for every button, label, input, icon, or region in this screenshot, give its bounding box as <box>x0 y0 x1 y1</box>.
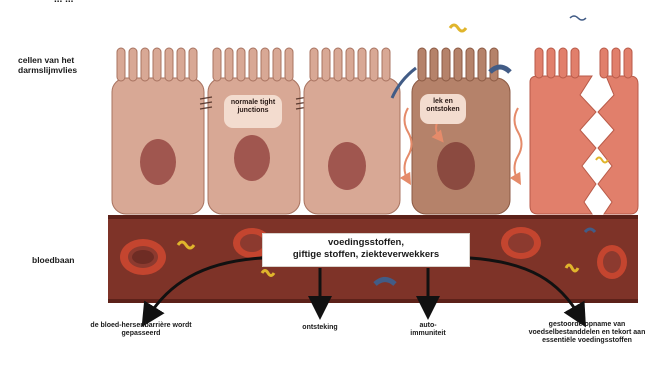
nucleus <box>140 139 176 185</box>
orange-arrow-icon <box>405 108 412 180</box>
header-fragment: ... ... <box>54 0 73 6</box>
leaky-cell <box>598 48 638 214</box>
substances-line-1: voedingsstoffen, <box>263 237 469 249</box>
yellow-microbe-icon <box>450 25 466 31</box>
nucleus <box>437 142 475 190</box>
nucleus <box>328 142 366 190</box>
outcome-inflammation: ontsteking <box>290 324 350 332</box>
leaky-cell <box>530 48 596 214</box>
intestinal-cell <box>208 48 300 214</box>
red-blood-cell <box>501 227 541 259</box>
blue-microbe-icon <box>570 16 586 20</box>
intestinal-cell <box>112 48 204 214</box>
healthy-junction-box: normale tight junctions <box>224 95 282 128</box>
blue-microbe-icon <box>490 67 510 72</box>
substances-box: voedingsstoffen, giftige stoffen, ziekte… <box>262 233 470 267</box>
leaky-junction-box: lek en ontstoken <box>420 94 466 124</box>
outcome-malabsorption: gestoorde opname van voedselbestanddelen… <box>528 321 646 345</box>
cells-row-label: cellen van het darmslijmvlies <box>18 56 106 76</box>
outcome-bbb: de bloed-hersenbarrière wordt gepasseerd <box>82 322 200 338</box>
substances-line-2: giftige stoffen, ziekteverwekkers <box>263 249 469 261</box>
red-blood-cell <box>120 239 166 275</box>
blood-label: bloedbaan <box>32 256 75 266</box>
outcome-autoimmunity: auto-immuniteit <box>405 322 451 338</box>
nucleus <box>234 135 270 181</box>
intestinal-cell <box>304 48 400 214</box>
inflamed-cell <box>412 48 510 214</box>
orange-arrow-icon <box>515 108 522 180</box>
red-blood-cell <box>597 245 627 279</box>
